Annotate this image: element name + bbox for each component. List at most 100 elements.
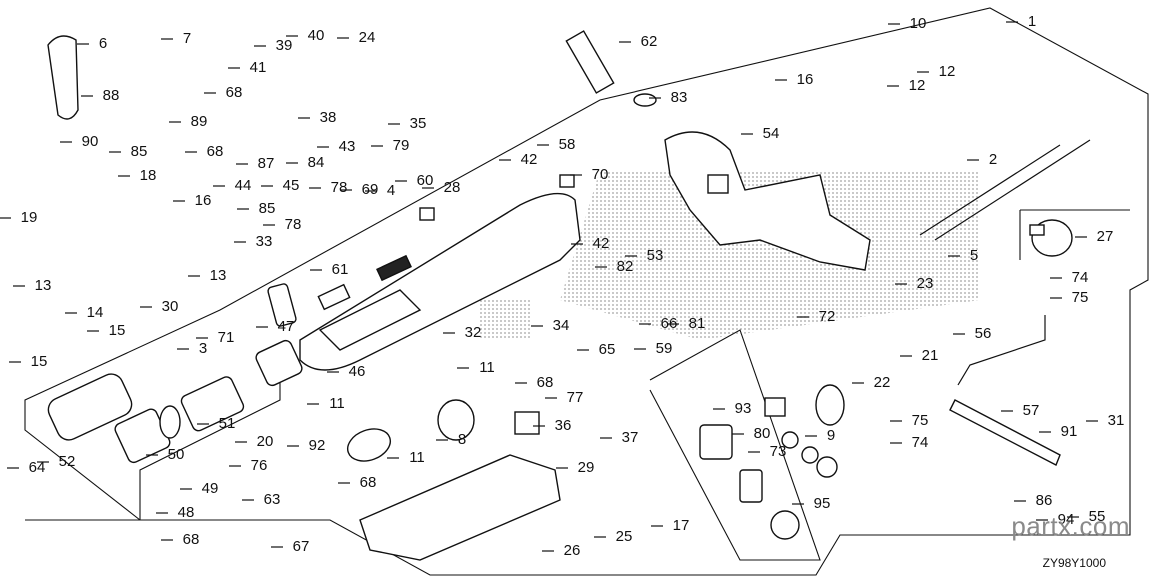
throttle-bearing xyxy=(255,339,303,387)
callout-83: 83 xyxy=(671,89,688,106)
decal-61 xyxy=(317,283,351,311)
callout-9: 9 xyxy=(827,427,835,444)
callout-21: 21 xyxy=(922,347,939,364)
callout-86: 86 xyxy=(1036,492,1053,509)
callout-27: 27 xyxy=(1097,228,1114,245)
callout-92: 92 xyxy=(309,437,326,454)
callout-79: 79 xyxy=(393,137,410,154)
callout-33: 33 xyxy=(256,233,273,250)
callout-26: 26 xyxy=(564,542,581,559)
callout-87: 87 xyxy=(258,155,275,172)
cap-92 xyxy=(346,428,392,462)
callout-74: 74 xyxy=(1072,269,1089,286)
callout-19: 19 xyxy=(21,209,38,226)
bushing-8 xyxy=(437,399,475,441)
callout-16: 16 xyxy=(195,192,212,209)
callout-71: 71 xyxy=(218,329,235,346)
washer-80 xyxy=(781,431,799,449)
callout-62: 62 xyxy=(641,33,658,50)
callout-82: 82 xyxy=(617,258,634,275)
kill-switch xyxy=(699,424,733,460)
callout-91: 91 xyxy=(1061,423,1078,440)
callout-67: 67 xyxy=(293,538,310,555)
callout-37: 37 xyxy=(622,429,639,446)
callout-8: 8 xyxy=(458,431,466,448)
callout-35: 35 xyxy=(410,115,427,132)
decal-58 xyxy=(559,174,575,188)
callout-30: 30 xyxy=(162,298,179,315)
switch-key xyxy=(739,469,763,503)
pad-36 xyxy=(514,411,540,435)
dotted-region-bracket xyxy=(560,170,980,340)
callout-68d: 68 xyxy=(360,474,377,491)
callout-25: 25 xyxy=(616,528,633,545)
shift-rod-56 xyxy=(957,315,1046,386)
label-plate xyxy=(376,254,412,282)
callout-12: 12 xyxy=(909,77,926,94)
callout-51: 51 xyxy=(219,415,236,432)
callout-89: 89 xyxy=(191,113,208,130)
callout-58: 58 xyxy=(559,136,576,153)
callout-75b: 75 xyxy=(912,412,929,429)
callout-60: 60 xyxy=(417,172,434,189)
collar-93 xyxy=(764,397,786,417)
callout-76: 76 xyxy=(251,457,268,474)
callout-13: 13 xyxy=(210,267,227,284)
callout-72: 72 xyxy=(819,308,836,325)
throttle-grip xyxy=(47,373,133,441)
callout-42b: 42 xyxy=(593,235,610,252)
bushing-9 xyxy=(815,384,845,426)
shift-shaft-57 xyxy=(949,399,1061,466)
washer-83 xyxy=(633,93,657,107)
throttle-cable xyxy=(919,139,1091,241)
callout-85: 85 xyxy=(131,143,148,160)
callout-2: 2 xyxy=(989,151,997,168)
callout-54: 54 xyxy=(763,125,780,142)
callout-59: 59 xyxy=(656,340,673,357)
callout-12b: 12 xyxy=(939,63,956,80)
callout-84: 84 xyxy=(308,154,325,171)
callout-47: 47 xyxy=(278,318,295,335)
callout-4: 4 xyxy=(387,182,395,199)
callout-7: 7 xyxy=(183,30,191,47)
callout-68: 68 xyxy=(226,84,243,101)
swivel-bracket xyxy=(664,131,871,271)
callout-68b: 68 xyxy=(207,143,224,160)
callout-23: 23 xyxy=(917,275,934,292)
callout-63: 63 xyxy=(264,491,281,508)
callout-69: 69 xyxy=(362,181,379,198)
group-frame-throttle xyxy=(25,350,281,521)
callout-75: 75 xyxy=(1072,289,1089,306)
callout-46: 46 xyxy=(349,363,366,380)
callout-11c: 11 xyxy=(409,449,425,466)
callout-90: 90 xyxy=(82,133,99,150)
switch-nut xyxy=(770,510,800,540)
callout-61: 61 xyxy=(332,261,349,278)
callout-18: 18 xyxy=(140,167,157,184)
callout-39: 39 xyxy=(276,37,293,54)
callout-10: 10 xyxy=(910,15,927,32)
callout-68c: 68 xyxy=(537,374,554,391)
callout-5: 5 xyxy=(970,247,978,264)
callout-29: 29 xyxy=(578,459,595,476)
callout-38: 38 xyxy=(320,109,337,126)
callout-56: 56 xyxy=(975,325,992,342)
callout-28: 28 xyxy=(444,179,461,196)
callout-78b: 78 xyxy=(285,216,302,233)
callout-74b: 74 xyxy=(912,434,929,451)
bracket-hex-nut xyxy=(707,174,729,194)
callout-48: 48 xyxy=(178,504,195,521)
group-frame-switch xyxy=(649,329,821,561)
callout-81: 81 xyxy=(689,315,706,332)
callout-6: 6 xyxy=(99,35,107,52)
callout-42: 42 xyxy=(521,151,538,168)
callout-52: 52 xyxy=(59,453,76,470)
dotted-region-small xyxy=(480,300,530,340)
callout-44: 44 xyxy=(235,177,252,194)
spring-47 xyxy=(267,283,297,327)
callout-22: 22 xyxy=(874,374,891,391)
drawing-code: ZY98Y1000 xyxy=(1042,556,1106,570)
callout-95: 95 xyxy=(814,495,831,512)
